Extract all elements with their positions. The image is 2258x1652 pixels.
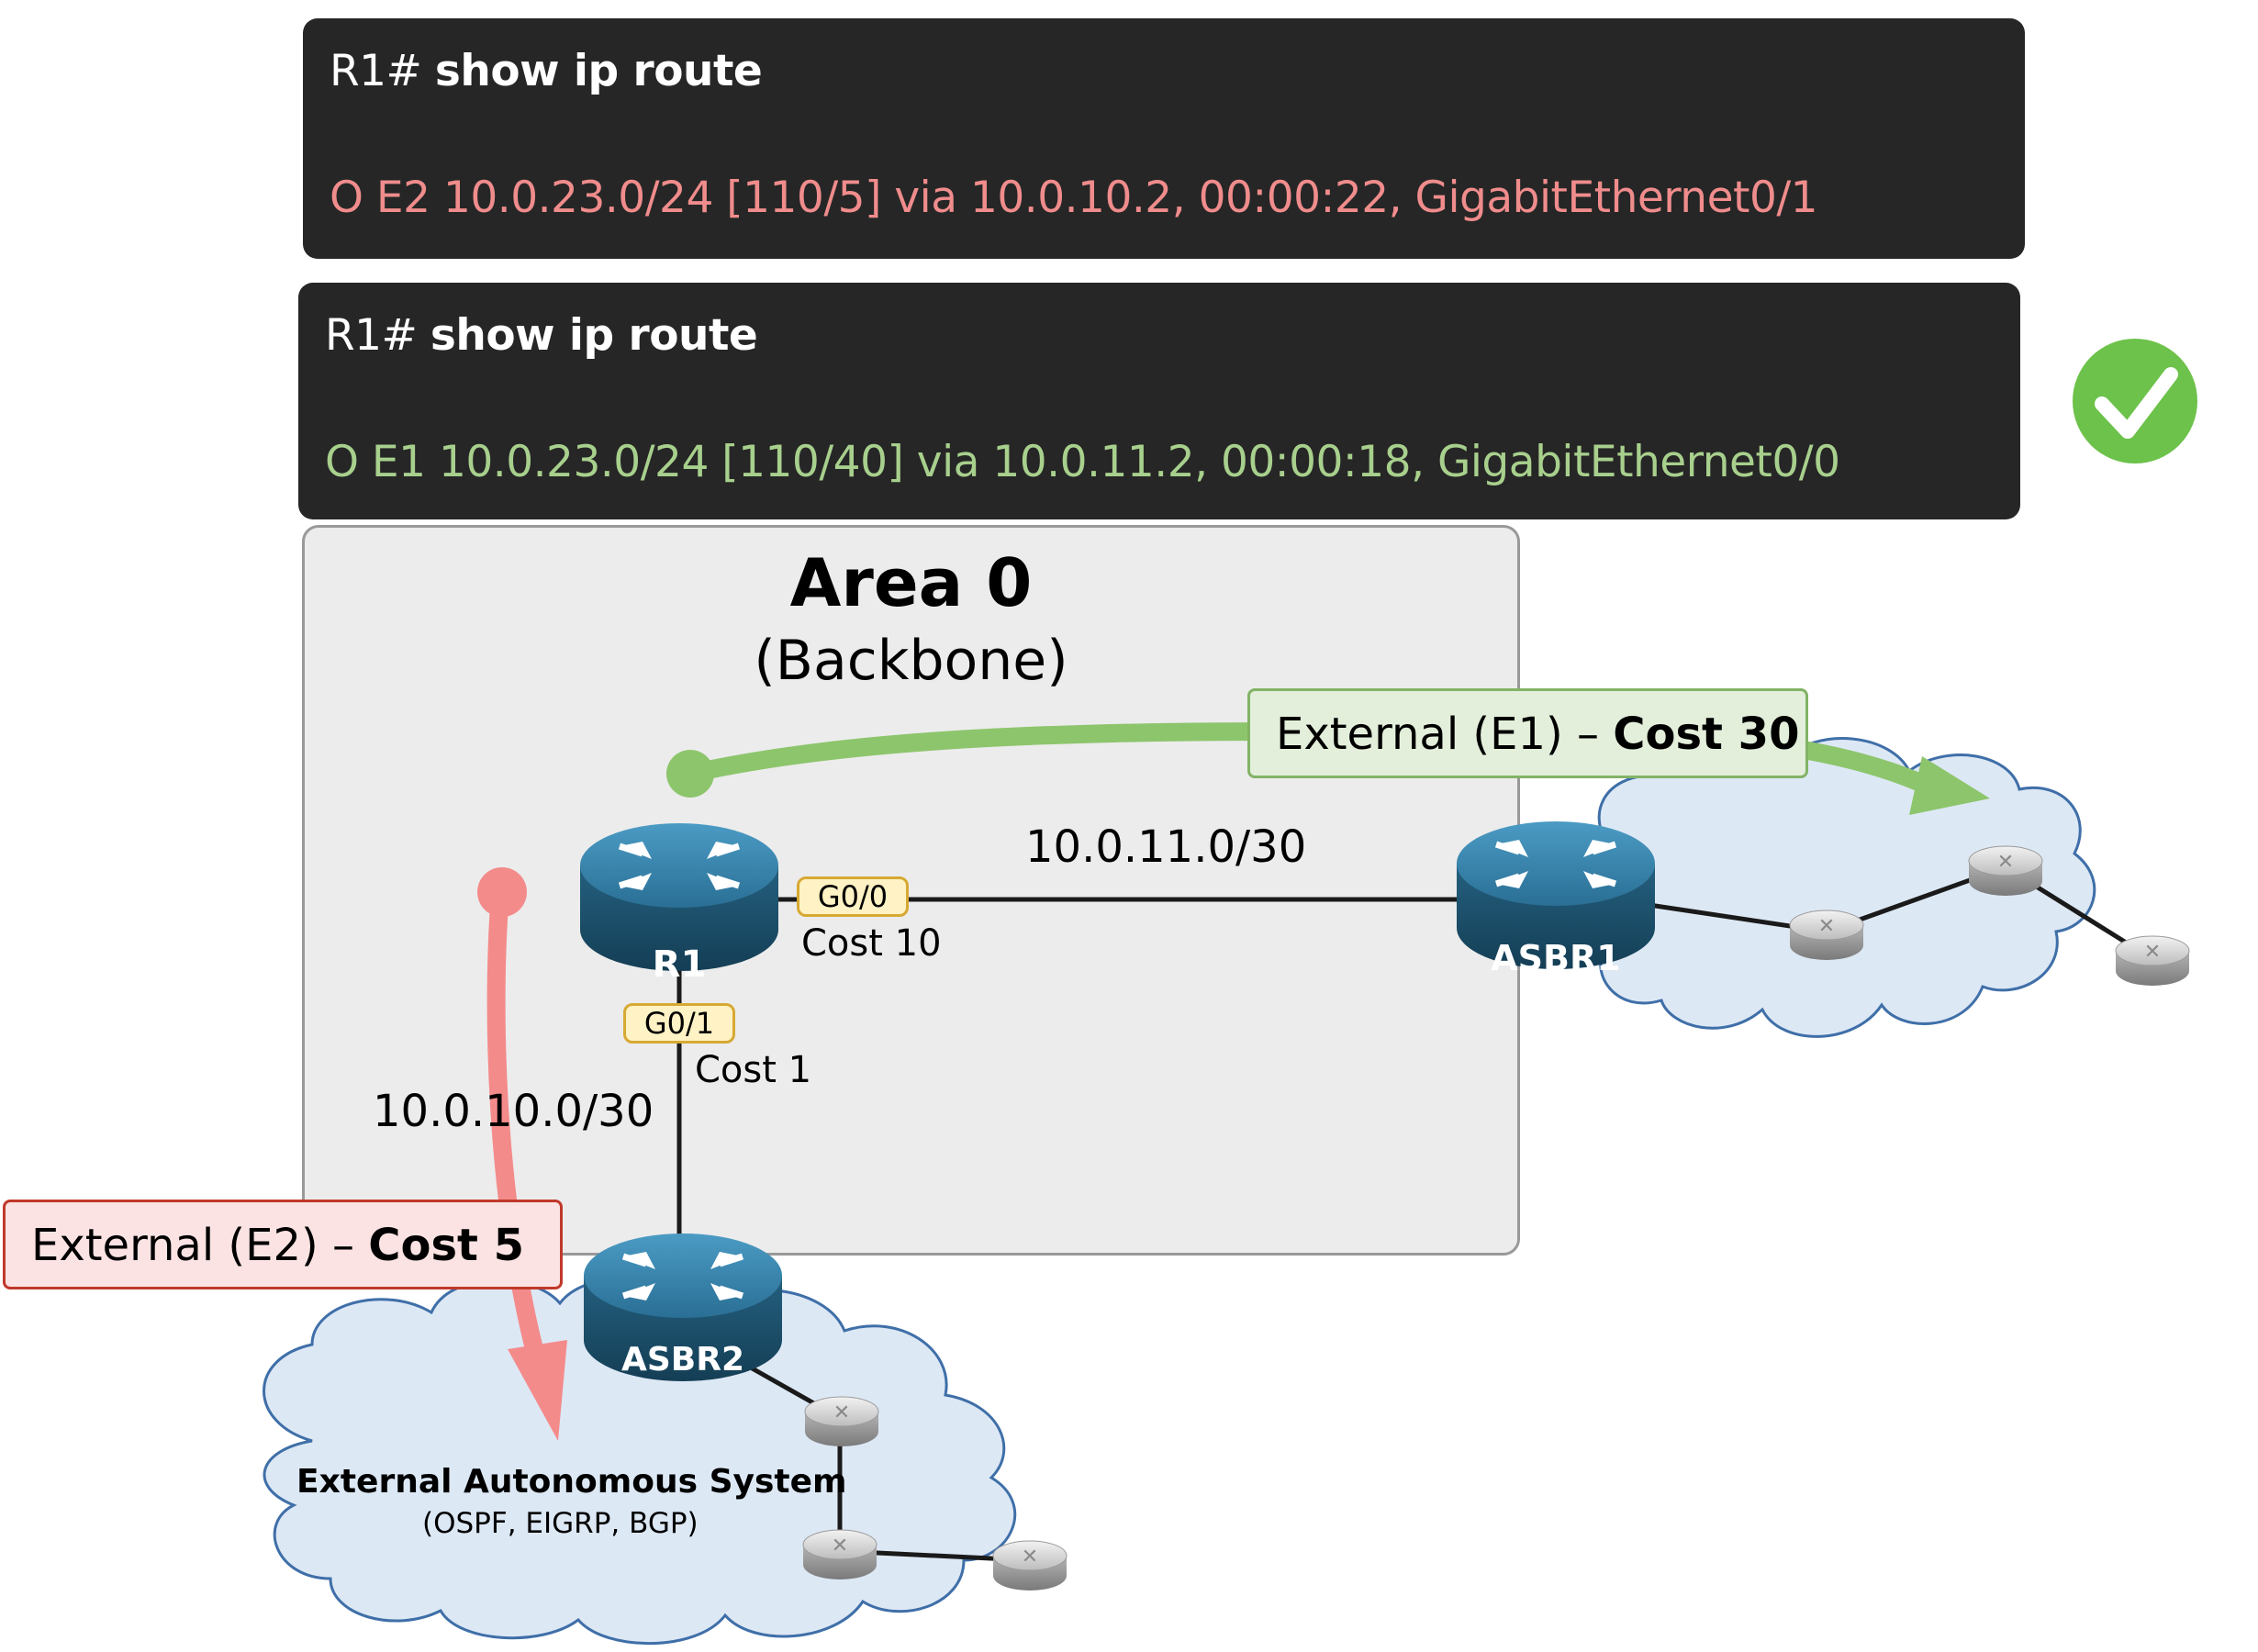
e2-origin-dot <box>477 867 527 917</box>
external-as-title: External Autonomous System <box>296 1463 847 1501</box>
links-bottom-cloud <box>732 1356 1029 1563</box>
e1-origin-dot <box>666 750 714 798</box>
cost-label-g01: Cost 1 <box>695 1049 812 1091</box>
svg-text:✕: ✕ <box>1818 915 1835 938</box>
callout-e2-prefix: External (E2) – <box>31 1220 369 1271</box>
terminal-command-line: R1# show ip route <box>330 46 763 96</box>
callout-e1-cost: Cost 30 <box>1613 709 1800 760</box>
router-r1-icon: R1 <box>580 823 778 986</box>
external-router-icon: ✕ <box>2115 935 2190 986</box>
external-router-icon: ✕ <box>804 1396 879 1446</box>
terminal-output-e2: R1# show ip route O E2 10.0.23.0/24 [110… <box>303 18 2025 259</box>
external-as-protocols: (OSPF, EIGRP, BGP) <box>422 1507 699 1540</box>
command-text: show ip route <box>434 46 763 96</box>
router-asbr2-label: ASBR2 <box>621 1341 744 1379</box>
router-r1-label: R1 <box>653 943 707 986</box>
callout-external-e2: External (E2) – Cost 5 <box>3 1200 563 1289</box>
external-router-icon: ✕ <box>992 1540 1068 1591</box>
svg-text:✕: ✕ <box>1997 851 2014 874</box>
checkmark-icon <box>2073 339 2197 463</box>
e1-arrowhead <box>1909 756 1990 815</box>
svg-text:✕: ✕ <box>833 1401 850 1424</box>
terminal-command-line: R1# show ip route <box>325 310 758 361</box>
cost-label-g00: Cost 10 <box>801 922 942 965</box>
callout-e2-cost: Cost 5 <box>368 1220 525 1271</box>
external-router-icon: ✕ <box>1968 845 2043 896</box>
interface-tag-g00: G0/0 <box>797 876 909 917</box>
callout-external-e1: External (E1) – Cost 30 <box>1247 688 1808 778</box>
interface-tag-g01: G0/1 <box>623 1003 735 1044</box>
subnet-label-r1-asbr1: 10.0.11.0/30 <box>1025 821 1307 873</box>
e2-arrowhead <box>508 1340 567 1441</box>
subnet-label-r1-asbr2: 10.0.10.0/30 <box>373 1086 654 1137</box>
prompt-text: R1# <box>330 46 422 96</box>
e1-path-arrow <box>681 722 1928 791</box>
router-asbr1-icon: ASBR1 <box>1457 821 1655 978</box>
external-router-icon: ✕ <box>1789 910 1864 960</box>
svg-text:✕: ✕ <box>1022 1546 1038 1568</box>
links-right-cloud <box>1642 865 2154 962</box>
route-entry-e2: O E2 10.0.23.0/24 [110/5] via 10.0.10.2,… <box>330 173 1818 223</box>
router-asbr2-icon: ASBR2 <box>584 1233 782 1381</box>
prompt-text: R1# <box>325 310 418 361</box>
terminal-output-e1: R1# show ip route O E1 10.0.23.0/24 [110… <box>298 283 2020 519</box>
route-entry-e1: O E1 10.0.23.0/24 [110/40] via 10.0.11.2… <box>325 437 1840 487</box>
area-title: Area 0 <box>789 544 1033 621</box>
svg-text:✕: ✕ <box>832 1535 848 1557</box>
svg-text:✕: ✕ <box>2144 941 2161 964</box>
command-text: show ip route <box>430 310 758 361</box>
area-subtitle: (Backbone) <box>754 629 1068 693</box>
external-router-icon: ✕ <box>802 1529 877 1579</box>
callout-e1-prefix: External (E1) – <box>1276 709 1614 760</box>
router-asbr1-label: ASBR1 <box>1491 938 1620 978</box>
